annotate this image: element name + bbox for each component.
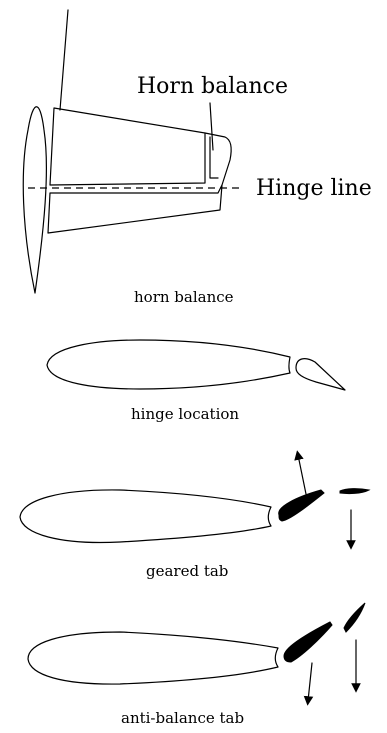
geared-tab	[339, 488, 371, 495]
anti-balance-tab-figure: anti-balance tab	[27, 602, 366, 727]
upper-control-surface	[49, 107, 206, 186]
flap-airfoil	[295, 358, 346, 391]
horn-balance-caption: horn balance	[134, 288, 234, 306]
anti-balance-tab-caption: anti-balance tab	[121, 709, 244, 727]
lower-control-surface	[47, 184, 223, 234]
fin-leading-edge-line	[59, 9, 69, 111]
horn-balance-inner	[209, 136, 219, 179]
horn-balance-outline	[204, 132, 232, 186]
surface-motion-arrow	[303, 662, 314, 706]
tab-control-surface	[278, 489, 325, 522]
main-airfoil	[27, 631, 279, 685]
geared-tab-figure: geared tab	[19, 450, 371, 580]
tab-control-surface	[283, 621, 333, 663]
hinge-location-figure: hinge location	[46, 339, 346, 423]
main-airfoil	[19, 489, 272, 544]
horn-callout-leader	[209, 102, 214, 151]
anti-balance-tab	[343, 602, 366, 633]
horn-balance-label: Horn balance	[137, 74, 288, 99]
hinge-location-caption: hinge location	[131, 405, 239, 423]
vertical-stabilizer-airfoil	[22, 106, 47, 294]
main-airfoil	[46, 339, 291, 390]
hinge-line-label: Hinge line	[256, 176, 372, 201]
surface-motion-arrow	[294, 450, 307, 495]
geared-tab-caption: geared tab	[146, 562, 228, 580]
horn-balance-figure: Horn balance Hinge line horn balance	[22, 9, 372, 306]
